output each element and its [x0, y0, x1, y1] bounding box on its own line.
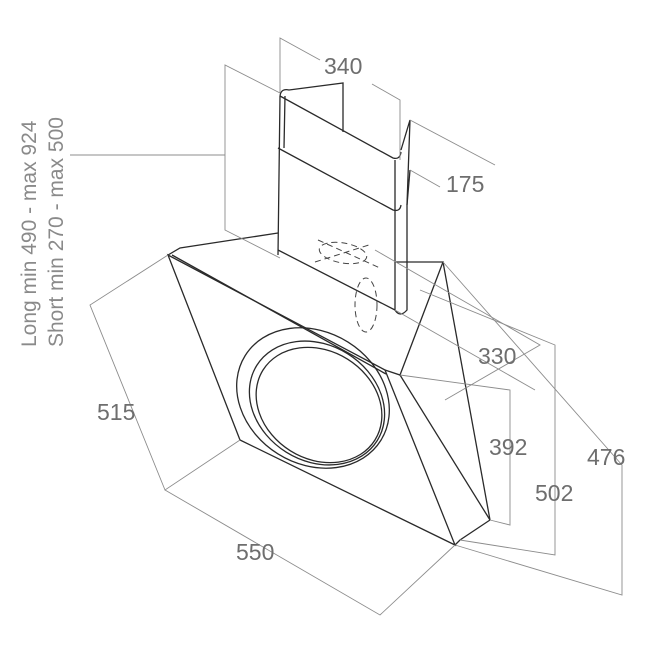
dim-hood-height-front: 392	[489, 434, 527, 460]
hood-body	[166, 232, 491, 547]
chimney-short-range: Short min 270 - max 500	[45, 117, 68, 347]
dim-hood-depth: 330	[478, 343, 516, 369]
dim-overall-depth: 476	[587, 444, 625, 470]
dim-chimney-depth: 175	[446, 171, 484, 197]
dimension-lines	[70, 37, 623, 616]
dim-chimney-width: 340	[324, 53, 362, 79]
chimney	[277, 82, 411, 315]
dim-hood-height-total: 502	[535, 480, 573, 506]
dim-hood-height-side: 515	[97, 399, 135, 425]
dim-hood-width: 550	[236, 539, 274, 565]
chimney-long-range: Long min 490 - max 924	[18, 120, 41, 347]
hidden-outlets	[314, 239, 381, 333]
